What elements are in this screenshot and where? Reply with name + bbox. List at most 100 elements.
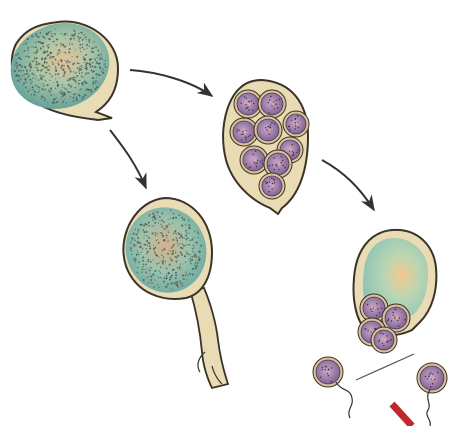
granule-dot — [73, 100, 75, 102]
granule-dot — [82, 44, 83, 45]
granule-dot — [30, 79, 31, 80]
granule-dot — [41, 57, 43, 59]
granule-dot — [40, 47, 42, 49]
granule-dot — [138, 232, 139, 233]
granule-dot — [149, 214, 151, 216]
red-mark — [392, 404, 412, 426]
granule-dot — [147, 240, 148, 241]
granule-dot — [98, 82, 99, 83]
granule-dot — [130, 250, 132, 252]
granule-dot — [35, 78, 36, 79]
granule-dot — [138, 229, 139, 230]
arrow-to-germination — [110, 130, 146, 188]
granule-dot — [60, 67, 61, 68]
granule-dot — [146, 231, 148, 233]
granule-dot — [70, 92, 71, 93]
granule-dot — [29, 89, 30, 90]
granule-dot — [62, 66, 63, 67]
granule-dot — [190, 263, 192, 265]
granule-dot — [28, 53, 29, 54]
granule-dot — [170, 276, 172, 278]
granule-dot — [63, 46, 64, 47]
granule-dot — [150, 279, 152, 281]
granule-dot — [135, 233, 137, 235]
granule-dot — [56, 81, 58, 83]
granule-dot — [44, 90, 45, 91]
granule-dot — [26, 73, 28, 75]
granule-dot — [100, 57, 101, 58]
granule-dot — [76, 99, 78, 101]
granule-dot — [49, 73, 51, 75]
granule-dot — [142, 260, 144, 262]
granule-dot — [157, 233, 158, 234]
granule-dot — [37, 49, 39, 51]
granule-dot — [95, 80, 97, 82]
granule-dot — [80, 32, 81, 33]
granule-dot — [95, 59, 97, 61]
granule-dot — [55, 66, 56, 67]
granule-dot — [153, 274, 155, 276]
granule-dot — [175, 252, 177, 254]
granule-dot — [43, 85, 45, 87]
granule-dot — [57, 73, 59, 75]
granule-dot — [180, 252, 182, 254]
granule-dot — [194, 247, 195, 248]
granule-dot — [98, 63, 100, 65]
granule-dot — [37, 50, 38, 51]
granule-dot — [51, 75, 53, 77]
granule-dot — [136, 254, 137, 255]
granule-dot — [163, 260, 164, 261]
granule-dot — [189, 254, 190, 255]
granule-dot — [154, 222, 156, 224]
granule-dot — [55, 59, 57, 61]
granule-dot — [37, 41, 39, 43]
granule-dot — [161, 226, 163, 228]
granule-dot — [167, 230, 168, 231]
granule-dot — [183, 245, 185, 247]
zoospore-swimmers — [313, 357, 447, 426]
granule-dot — [66, 102, 67, 103]
granule-dot — [154, 279, 155, 280]
granule-dot — [54, 82, 55, 83]
granule-dot — [16, 74, 18, 76]
granule-dot — [35, 42, 36, 43]
granule-dot — [85, 62, 86, 63]
granule-dot — [29, 70, 30, 71]
granule-dot — [87, 48, 88, 49]
granule-dot — [186, 232, 188, 234]
granule-dot — [29, 63, 31, 65]
granule-dot — [27, 38, 29, 40]
granule-dot — [36, 62, 38, 64]
granule-dot — [28, 56, 30, 58]
granule-dot — [137, 267, 138, 268]
granule-dot — [160, 267, 162, 269]
granule-dot — [105, 66, 107, 68]
granule-dot — [98, 74, 100, 76]
granule-dot — [96, 86, 98, 88]
granule-dot — [61, 45, 62, 46]
granule-dot — [180, 283, 182, 285]
granule-dot — [191, 239, 192, 240]
granule-dot — [67, 60, 69, 62]
granule-dot — [85, 65, 87, 67]
granule-dot — [57, 53, 59, 55]
granule-dot — [62, 44, 64, 46]
granule-dot — [175, 274, 177, 276]
granule-dot — [82, 96, 84, 98]
granule-dot — [82, 46, 84, 48]
granule-dot — [31, 36, 32, 37]
granule-dot — [170, 257, 172, 259]
granule-dot — [98, 54, 100, 56]
granule-dot — [15, 62, 17, 64]
granule-dot — [196, 242, 198, 244]
granule-dot — [49, 31, 50, 32]
granule-dot — [44, 37, 46, 39]
granule-dot — [170, 218, 171, 219]
granule-dot — [80, 48, 81, 49]
granule-dot — [195, 255, 197, 257]
granule-dot — [187, 279, 188, 280]
granule-dot — [157, 215, 158, 216]
granule-dot — [79, 69, 81, 71]
granule-dot — [49, 57, 50, 58]
granule-dot — [185, 239, 187, 241]
